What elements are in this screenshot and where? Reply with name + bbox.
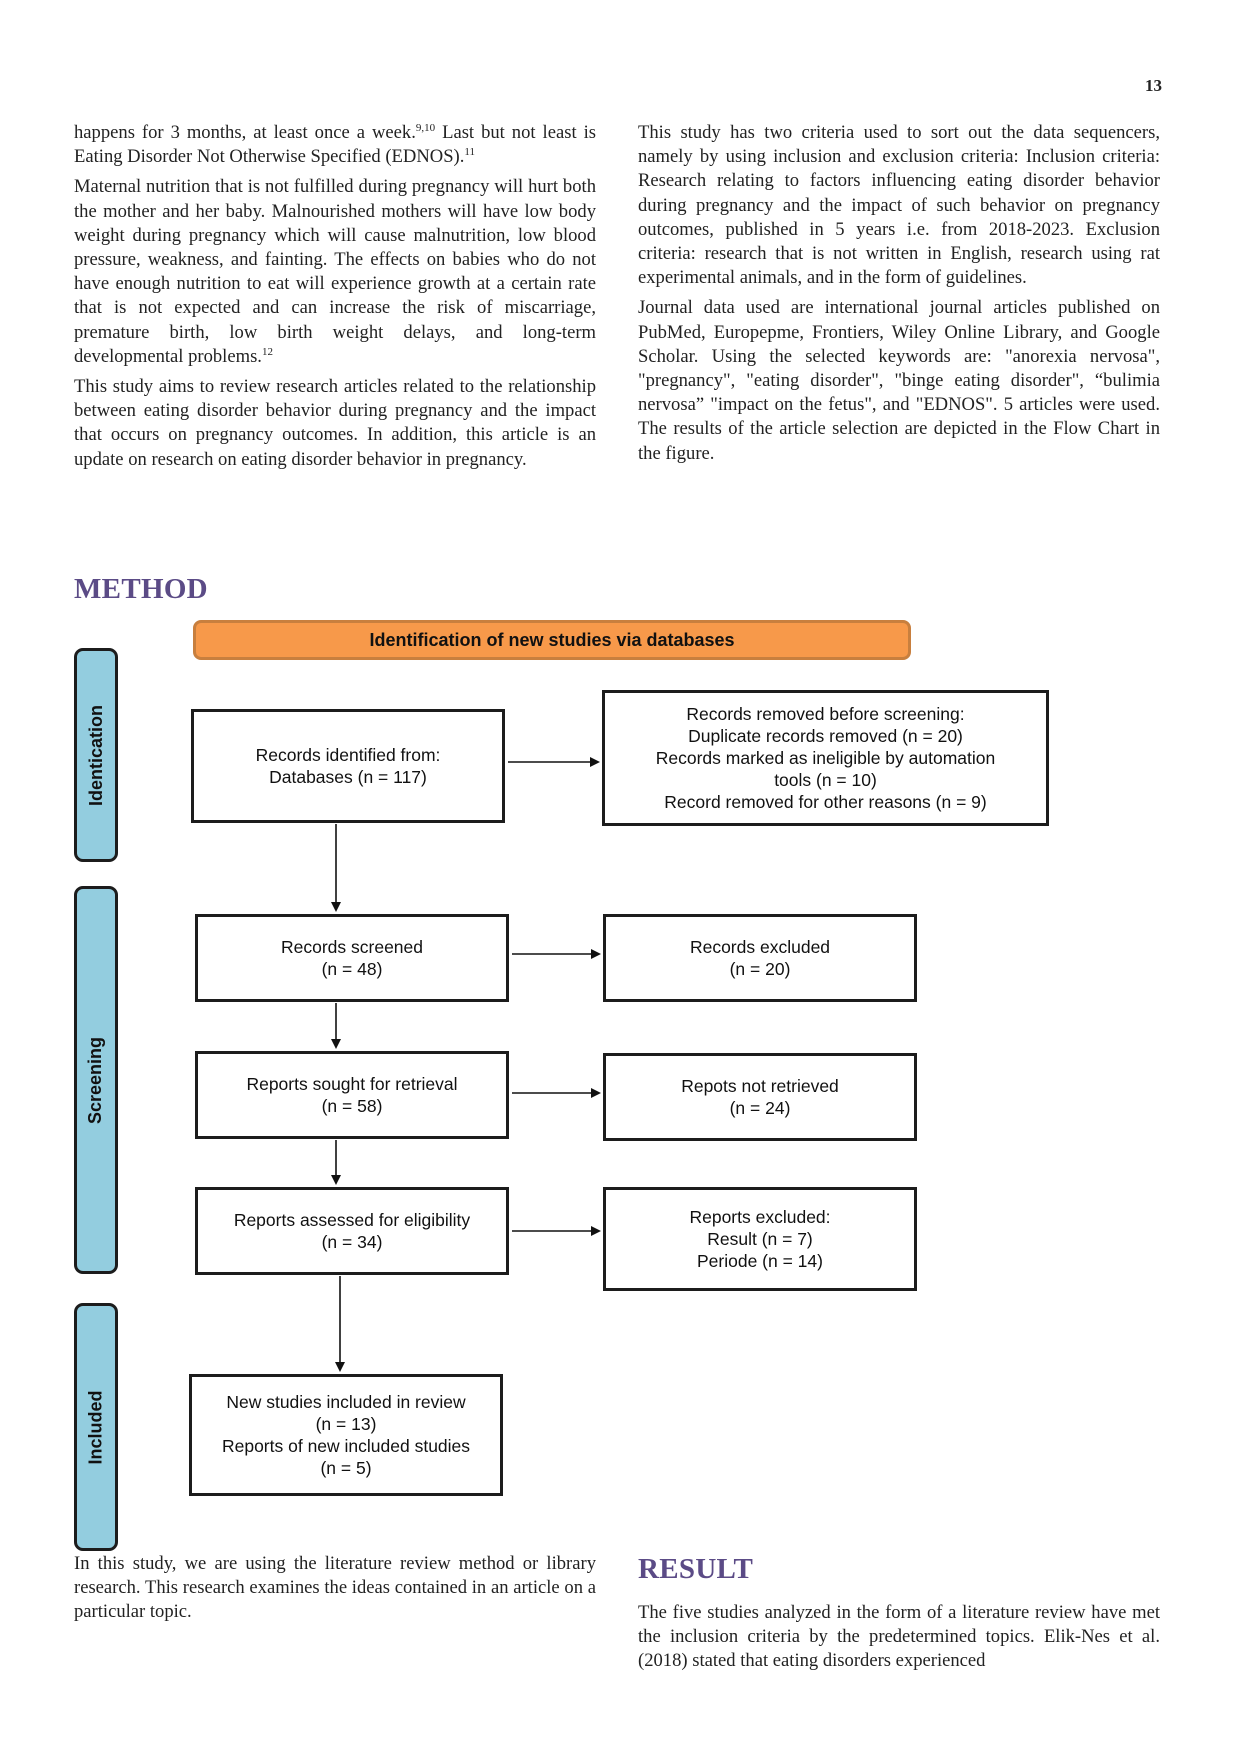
method-heading: METHOD	[74, 573, 208, 605]
box-line: Record removed for other reasons (n = 9)	[664, 792, 987, 812]
flowchart-banner: Identification of new studies via databa…	[193, 620, 911, 660]
box-reports-not-retrieved: Repots not retrieved (n = 24)	[603, 1053, 917, 1141]
phase-label: Included	[85, 1389, 106, 1465]
box-studies-included: New studies included in review (n = 13) …	[189, 1374, 503, 1496]
phase-label: Screening	[85, 1036, 106, 1124]
box-line: Reports of new included studies	[221, 1436, 471, 1456]
paragraph-result: The five studies analyzed in the form of…	[638, 1602, 1160, 1672]
box-line: Records excluded	[689, 937, 831, 957]
box-line: Result (n = 7)	[707, 1229, 813, 1249]
phase-identification: Identication	[74, 648, 118, 862]
citation-superscript: 9,10	[415, 121, 436, 134]
paragraph-method: In this study, we are using the literatu…	[74, 1553, 596, 1623]
box-line: Records identified from:	[255, 745, 441, 765]
box-line: New studies included in review	[226, 1392, 466, 1412]
phase-screening: Screening	[74, 886, 118, 1274]
phase-included: Included	[74, 1303, 118, 1551]
paragraph-bulimia-ednos: happens for 3 months, at least once a we…	[74, 121, 596, 169]
box-records-identified: Records identified from: Databases (n = …	[191, 709, 505, 823]
box-line: (n = 13)	[315, 1414, 377, 1434]
box-line: Reports excluded:	[689, 1207, 831, 1227]
box-line: Records removed before screening:	[686, 704, 965, 724]
box-reports-sought: Reports sought for retrieval (n = 58)	[195, 1051, 509, 1139]
box-line: (n = 58)	[321, 1096, 383, 1116]
paragraph-study-aims: This study aims to review research artic…	[74, 376, 596, 470]
text-fragment: Maternal nutrition that is not fulfilled…	[74, 176, 596, 367]
citation-superscript: 12	[261, 345, 273, 358]
paragraph-maternal-nutrition: Maternal nutrition that is not fulfilled…	[74, 175, 596, 369]
box-line: Records marked as ineligible by automati…	[655, 748, 996, 768]
citation-superscript: 11	[464, 146, 475, 159]
box-records-excluded: Records excluded (n = 20)	[603, 914, 917, 1002]
paragraph-criteria: This study has two criteria used to sort…	[638, 122, 1160, 289]
left-column: happens for 3 months, at least once a we…	[74, 121, 596, 478]
right-column: This study has two criteria used to sort…	[638, 121, 1160, 472]
box-reports-assessed: Reports assessed for eligibility (n = 34…	[195, 1187, 509, 1275]
box-records-removed: Records removed before screening: Duplic…	[602, 690, 1049, 826]
box-line: Reports sought for retrieval	[246, 1074, 458, 1094]
box-line: (n = 20)	[729, 959, 791, 979]
box-line: Repots not retrieved	[681, 1076, 839, 1096]
box-line: Duplicate records removed (n = 20)	[688, 726, 963, 746]
box-line: (n = 48)	[321, 959, 383, 979]
box-line: (n = 24)	[729, 1098, 791, 1118]
box-line: Periode (n = 14)	[697, 1251, 823, 1271]
box-records-screened: Records screened (n = 48)	[195, 914, 509, 1002]
paragraph-journal-data: Journal data used are international jour…	[638, 297, 1160, 464]
box-line: Reports assessed for eligibility	[233, 1210, 471, 1230]
text-fragment: Last but not least is Eating Disorder No…	[74, 122, 596, 168]
page-number: 13	[1145, 76, 1162, 95]
box-line: tools (n = 10)	[774, 770, 877, 790]
result-heading: RESULT	[638, 1553, 754, 1585]
box-line: (n = 5)	[320, 1458, 372, 1478]
box-line: Records screened	[280, 937, 424, 957]
box-line: Databases (n = 117)	[269, 767, 427, 787]
box-line: (n = 34)	[321, 1232, 383, 1252]
box-reports-excluded: Reports excluded: Result (n = 7) Periode…	[603, 1187, 917, 1291]
phase-label: Identication	[85, 704, 106, 806]
text-fragment: happens for 3 months, at least once a we…	[74, 122, 416, 143]
